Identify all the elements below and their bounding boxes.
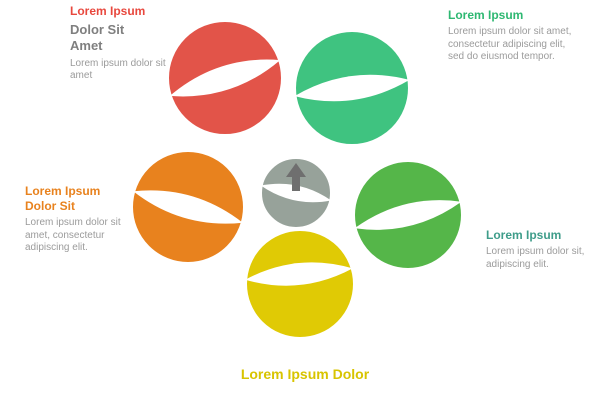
arrow-up-icon — [286, 163, 306, 191]
top-left-subtitle: Dolor Sit Amet — [70, 22, 125, 54]
red-circle — [165, 18, 285, 138]
bottom-title: Lorem Ipsum Dolor — [240, 366, 370, 382]
top-right-title: Lorem Ipsum — [448, 8, 524, 22]
mid-right-description: Lorem ipsum dolor sit, adipiscing elit. — [486, 246, 585, 270]
mid-right-title: Lorem Ipsum — [486, 228, 562, 242]
label-mid-right: Lorem Ipsum Lorem ipsum dolor sit, adipi… — [486, 228, 596, 271]
top-left-description: Lorem ipsum dolor sit amet — [70, 57, 166, 82]
yellow-circle — [243, 227, 357, 341]
top-left-title: Lorem Ipsum — [70, 4, 146, 18]
orange-circle — [129, 148, 247, 266]
mid-left-title: Lorem Ipsum Dolor Sit — [25, 184, 101, 213]
gray-circle — [258, 155, 334, 231]
mid-left-description: Lorem ipsum dolor sit amet, consectetur … — [25, 217, 121, 253]
top-right-description: Lorem ipsum dolor sit amet, consectetur … — [448, 26, 572, 62]
label-mid-left: Lorem Ipsum Dolor Sit Lorem ipsum dolor … — [25, 184, 135, 255]
green-circle — [292, 28, 412, 148]
label-top-right: Lorem Ipsum Lorem ipsum dolor sit amet, … — [448, 8, 578, 64]
lime-circle — [351, 158, 465, 272]
label-bottom: Lorem Ipsum Dolor — [210, 366, 400, 387]
label-top-left: Lorem Ipsum Dolor Sit Amet Lorem ipsum d… — [70, 4, 190, 83]
